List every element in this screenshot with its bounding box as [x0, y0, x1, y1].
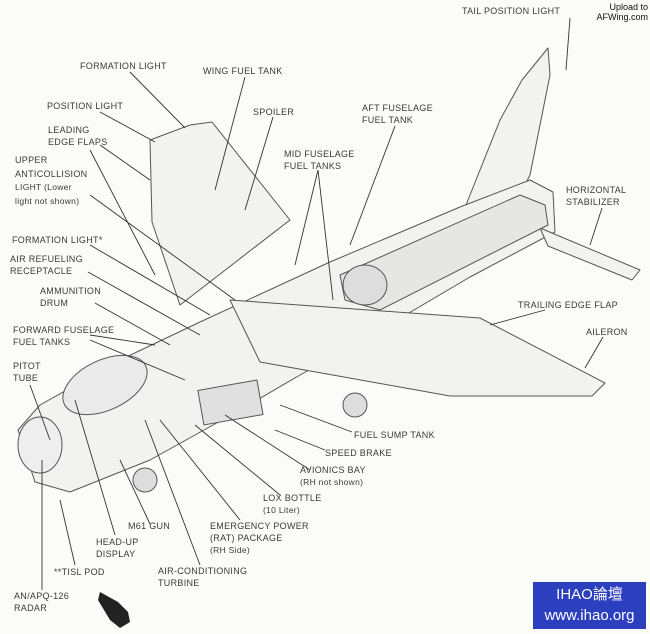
ihao-badge: IHAO論壇 www.ihao.org — [533, 582, 646, 629]
label-speed-brake: SPEED BRAKE — [325, 448, 392, 458]
left-wing-folded — [149, 121, 291, 306]
label-fuel-sump-tank: FUEL SUMP TANK — [354, 430, 435, 440]
label-tail-position-light: TAIL POSITION LIGHT — [462, 6, 561, 16]
label-avionics-bay: AVIONICS BAY(RH not shown) — [300, 465, 366, 487]
watermark: Upload to AFWing.com — [596, 2, 648, 22]
label-emergency-power-package: EMERGENCY POWER(RAT) PACKAGE(RH Side) — [210, 521, 309, 555]
engine — [339, 194, 549, 311]
leader-lines — [29, 17, 604, 590]
nose-radome — [17, 416, 63, 474]
label-spoiler: SPOILER — [253, 107, 295, 117]
label-m61-gun: M61 GUN — [128, 521, 171, 531]
engine-compressor — [342, 264, 388, 306]
right-wing — [229, 299, 606, 397]
main-wheel — [342, 392, 368, 418]
avionics-bay — [197, 379, 264, 426]
label-wing-fuel-tank: WING FUEL TANK — [203, 66, 283, 76]
nose-wheel — [132, 467, 158, 493]
label-tisl-pod: **TISL POD — [54, 567, 105, 577]
label-aileron: AILERON — [586, 327, 628, 337]
label-position-light: POSITION LIGHT — [47, 101, 124, 111]
label-formation-light-star: FORMATION LIGHT* — [12, 235, 103, 245]
canopy — [62, 354, 148, 416]
label-trailing-edge-flap: TRAILING EDGE FLAP — [518, 300, 618, 310]
horizontal-stabilizer — [539, 227, 641, 281]
label-lox-bottle: LOX BOTTLE(10 Liter) — [263, 493, 322, 515]
label-formation-light: FORMATION LIGHT — [80, 61, 167, 71]
pointing-hand-icon — [98, 592, 130, 628]
